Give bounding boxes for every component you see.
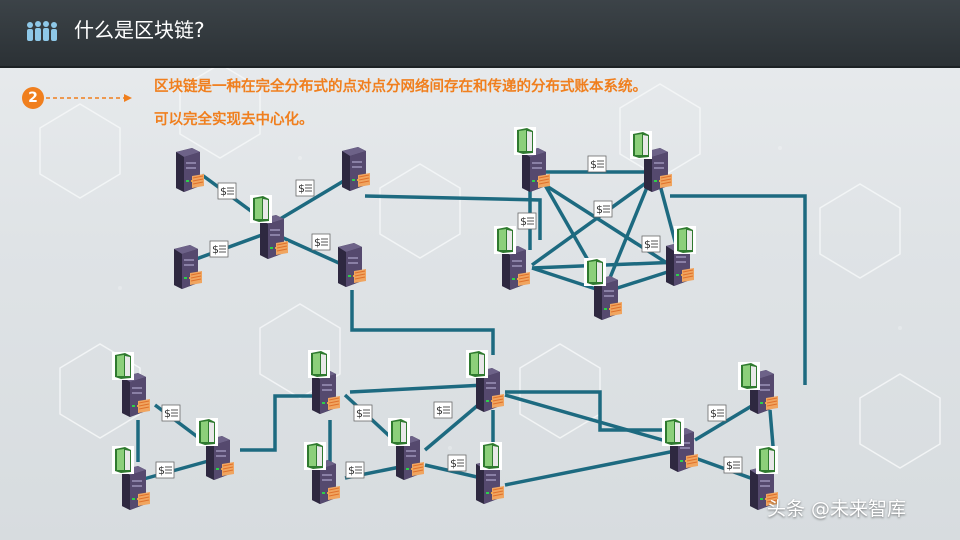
ledger-books xyxy=(112,127,778,474)
document-icon xyxy=(641,235,661,253)
ledger-book-icon xyxy=(304,442,326,470)
ledger-book-icon xyxy=(250,195,272,223)
server-icon xyxy=(175,147,205,193)
ledger-book-icon xyxy=(466,350,488,378)
title-bar: 什么是区块链? xyxy=(0,0,960,68)
document-icon xyxy=(161,404,181,422)
server-icon xyxy=(173,244,203,290)
ledger-book-icon xyxy=(674,226,696,254)
document-icon xyxy=(723,456,743,474)
ledger-book-icon xyxy=(662,418,684,446)
watermark-text: 头条 @未来智库 xyxy=(767,498,907,520)
document-icon xyxy=(345,461,365,479)
ledger-book-icon xyxy=(112,352,134,380)
server-icon xyxy=(337,242,367,288)
document-icon xyxy=(217,182,237,200)
network-links xyxy=(136,170,807,487)
ledger-book-icon xyxy=(388,418,410,446)
ledger-book-icon xyxy=(630,131,652,159)
document-icon xyxy=(353,404,373,422)
ledger-book-icon xyxy=(514,127,536,155)
document-icon xyxy=(209,240,229,258)
ledger-book-icon xyxy=(738,362,760,390)
page-title: 什么是区块链? xyxy=(74,18,205,42)
description-line-1: 区块链是一种在完全分布式的点对点分网络间存在和传递的分布式账本系统。 xyxy=(154,79,647,95)
people-group-icon xyxy=(27,21,57,41)
document-icon xyxy=(447,454,467,472)
ledger-book-icon xyxy=(480,442,502,470)
document-icon xyxy=(517,212,537,230)
server-icon xyxy=(341,146,371,192)
document-icon xyxy=(433,401,453,419)
ledger-book-icon xyxy=(584,258,606,286)
ledger-book-icon xyxy=(756,446,778,474)
ledger-book-icon xyxy=(112,446,134,474)
ledger-book-icon xyxy=(196,418,218,446)
description-line-2: 可以完全实现去中心化。 xyxy=(154,112,314,128)
document-icon xyxy=(587,155,607,173)
document-icon xyxy=(295,179,315,197)
ledger-book-icon xyxy=(308,350,330,378)
step-number-badge: 2 xyxy=(22,87,44,109)
document-icon xyxy=(593,200,613,218)
dashed-arrow xyxy=(46,94,132,102)
document-icon xyxy=(155,461,175,479)
ledger-book-icon xyxy=(494,226,516,254)
document-icon xyxy=(707,404,727,422)
document-icon xyxy=(311,233,331,251)
